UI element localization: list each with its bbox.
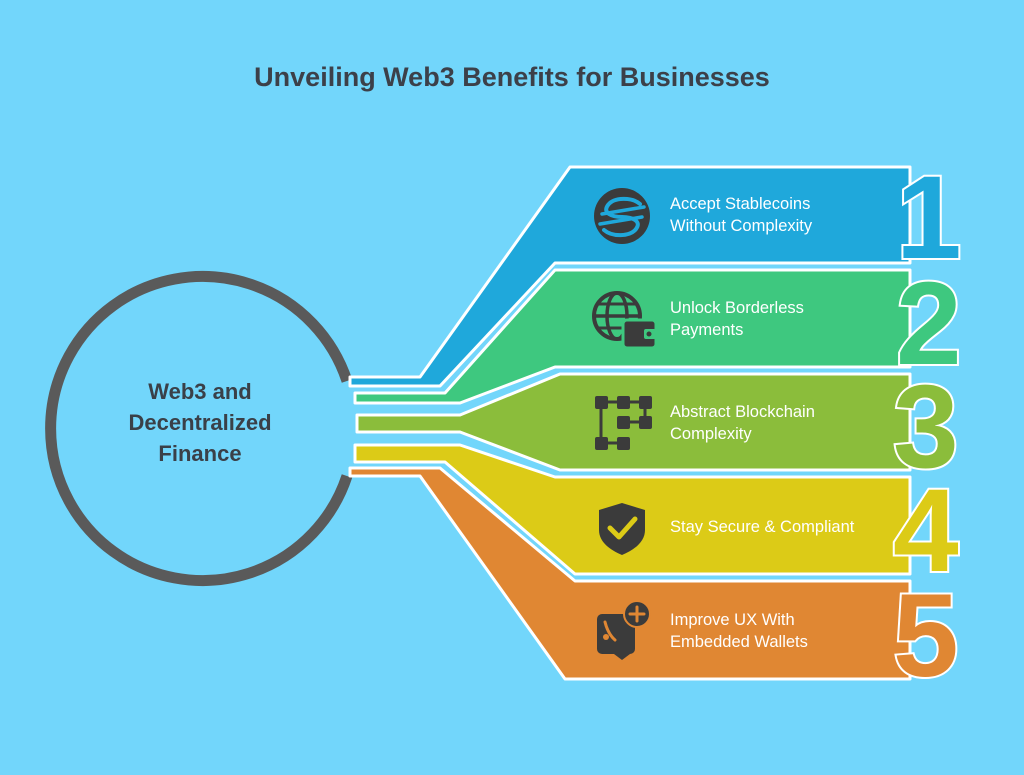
number-4: 4 [893,465,959,597]
benefit-1-line-2: Without Complexity [670,217,813,235]
band-5 [348,466,912,681]
number-3: 3 [893,361,959,493]
benefit-1-line-1: Accept Stablecoins [670,195,811,213]
number-1: 1 [896,152,962,284]
number-2: 2 [896,258,962,390]
blockchain-icon [595,396,652,450]
benefit-4-line-1: Stay Secure & Compliant [670,518,855,536]
benefit-3-label: Abstract Blockchain Complexity [670,401,890,445]
benefit-2-label: Unlock Borderless Payments [670,297,890,341]
benefit-5-line-2: Embedded Wallets [670,633,808,651]
benefit-5-label: Improve UX With Embedded Wallets [670,609,890,653]
benefit-5-line-1: Improve UX With [670,611,795,629]
benefit-1-label: Accept Stablecoins Without Complexity [670,193,890,237]
benefit-3-line-2: Complexity [670,425,752,443]
center-label: Web3 and Decentralized Finance [100,376,300,469]
number-5: 5 [893,570,959,702]
center-line-1: Web3 and [148,379,252,404]
benefit-2-line-1: Unlock Borderless [670,299,804,317]
benefit-4-label: Stay Secure & Compliant [670,516,890,538]
center-ring [45,271,353,586]
shield-check-icon [599,503,645,555]
center-line-3: Finance [158,441,242,466]
benefit-2-line-2: Payments [670,321,744,339]
stablecoin-icon [594,188,650,244]
band-1 [348,165,912,388]
wallet-plus-icon [597,600,651,660]
globe-wallet-icon [592,291,658,350]
center-line-2: Decentralized [128,410,272,435]
benefit-3-line-1: Abstract Blockchain [670,403,815,421]
page-title: Unveiling Web3 Benefits for Businesses [254,62,770,92]
